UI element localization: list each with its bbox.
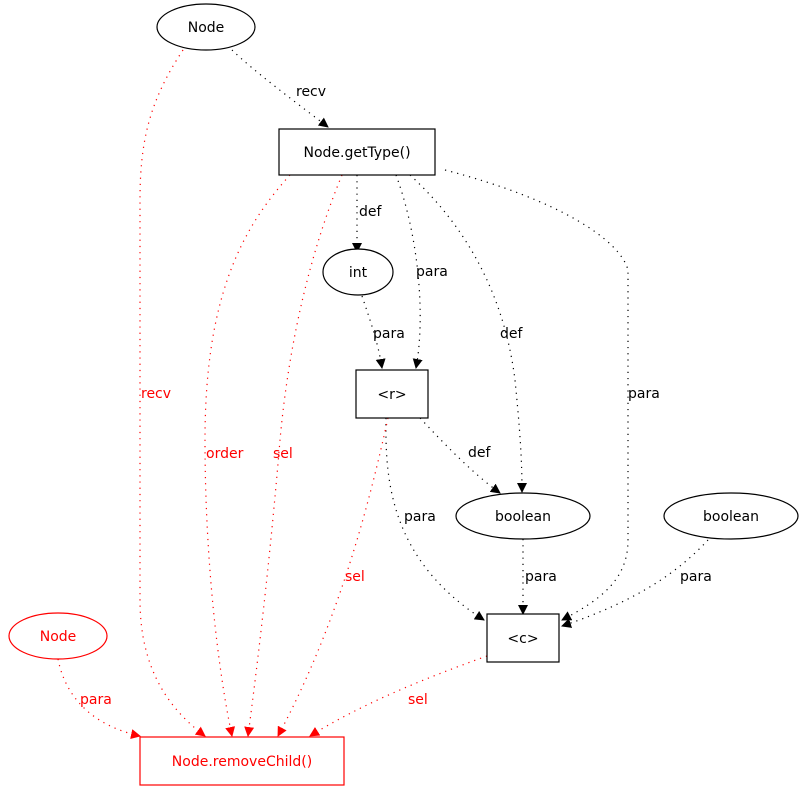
edge-node_top-to-gettype-recv: recv [231, 49, 329, 128]
edge-line [204, 174, 291, 737]
edge-label: sel [345, 569, 365, 585]
edge-label: recv [141, 386, 171, 402]
edge-label: recv [296, 84, 326, 100]
edge-boolean2-to-c-para: para [561, 539, 712, 628]
edge-label: para [525, 569, 557, 585]
edge-label: sel [408, 692, 428, 708]
edge-line [395, 174, 423, 369]
node-shape-ellipse [322, 248, 394, 296]
edge-r-to-c-para: para [385, 417, 485, 621]
edge-label: order [206, 446, 244, 462]
edge-line [244, 174, 343, 737]
node-label: boolean [703, 509, 759, 525]
edge-node_top-to-removechild-recv: recv [139, 49, 206, 737]
edge-label: para [680, 569, 712, 585]
node-shape-box [139, 736, 345, 786]
node-label: Node.removeChild() [172, 754, 312, 770]
edge-gettype-to-removechild-sel: sel [244, 174, 343, 737]
node-boolean2[interactable]: boolean [663, 492, 799, 540]
edge-label: para [628, 386, 660, 402]
node-shape-box [278, 128, 436, 176]
edges-layer: recv def para def para para def para para para rec… [57, 49, 712, 739]
edge-label: para [373, 326, 405, 342]
node-shape-ellipse [663, 492, 799, 540]
node-shape-ellipse [156, 3, 256, 51]
node-node_red[interactable]: Node [8, 612, 108, 660]
node-label: Node.getType() [303, 145, 410, 161]
node-shape-box [486, 613, 560, 663]
node-label: boolean [495, 509, 551, 525]
edge-label: def [500, 326, 524, 342]
node-label: int [349, 265, 368, 281]
edge-line [361, 295, 386, 369]
edge-node_red-to-removechild-para: para [57, 658, 141, 739]
node-label: <r> [377, 387, 406, 403]
edge-label: def [468, 445, 492, 461]
node-int[interactable]: int [322, 248, 394, 296]
edge-c-to-removechild-sel: sel [309, 655, 488, 737]
edge-int-to-r-para: para [361, 295, 405, 369]
edge-gettype-to-int-def: def [352, 175, 383, 253]
node-shape-box [355, 369, 429, 419]
edge-boolean1-to-c-para: para [518, 539, 557, 615]
edge-label: def [359, 204, 383, 220]
node-shape-ellipse [8, 612, 108, 660]
edge-label: para [80, 692, 112, 708]
edge-gettype-to-r-para: para [395, 174, 448, 369]
node-shape-ellipse [455, 492, 591, 540]
node-r[interactable]: <r> [355, 369, 429, 419]
edge-line [277, 417, 389, 737]
node-boolean1[interactable]: boolean [455, 492, 591, 540]
edge-gettype-to-boolean1-def: def [409, 174, 527, 493]
edge-label: para [404, 509, 436, 525]
edge-line [309, 655, 488, 737]
edge-gettype-to-c-para: para [444, 169, 660, 621]
node-label: Node [40, 629, 77, 645]
edge-r-to-removechild-sel: sel [277, 417, 389, 737]
edge-line [444, 169, 629, 621]
edge-line [409, 174, 527, 493]
node-label: <c> [507, 631, 538, 647]
edge-label: sel [273, 446, 293, 462]
edge-line [419, 417, 501, 494]
edge-line [561, 539, 709, 628]
edge-label: para [416, 264, 448, 280]
node-gettype[interactable]: Node.getType() [278, 128, 436, 176]
node-label: Node [188, 20, 225, 36]
node-c[interactable]: <c> [486, 613, 560, 663]
edge-gettype-to-removechild-order: order [204, 174, 291, 737]
edge-r-to-boolean1-def: def [419, 417, 501, 494]
node-removechild[interactable]: Node.removeChild() [139, 736, 345, 786]
node-node_top[interactable]: Node [156, 3, 256, 51]
